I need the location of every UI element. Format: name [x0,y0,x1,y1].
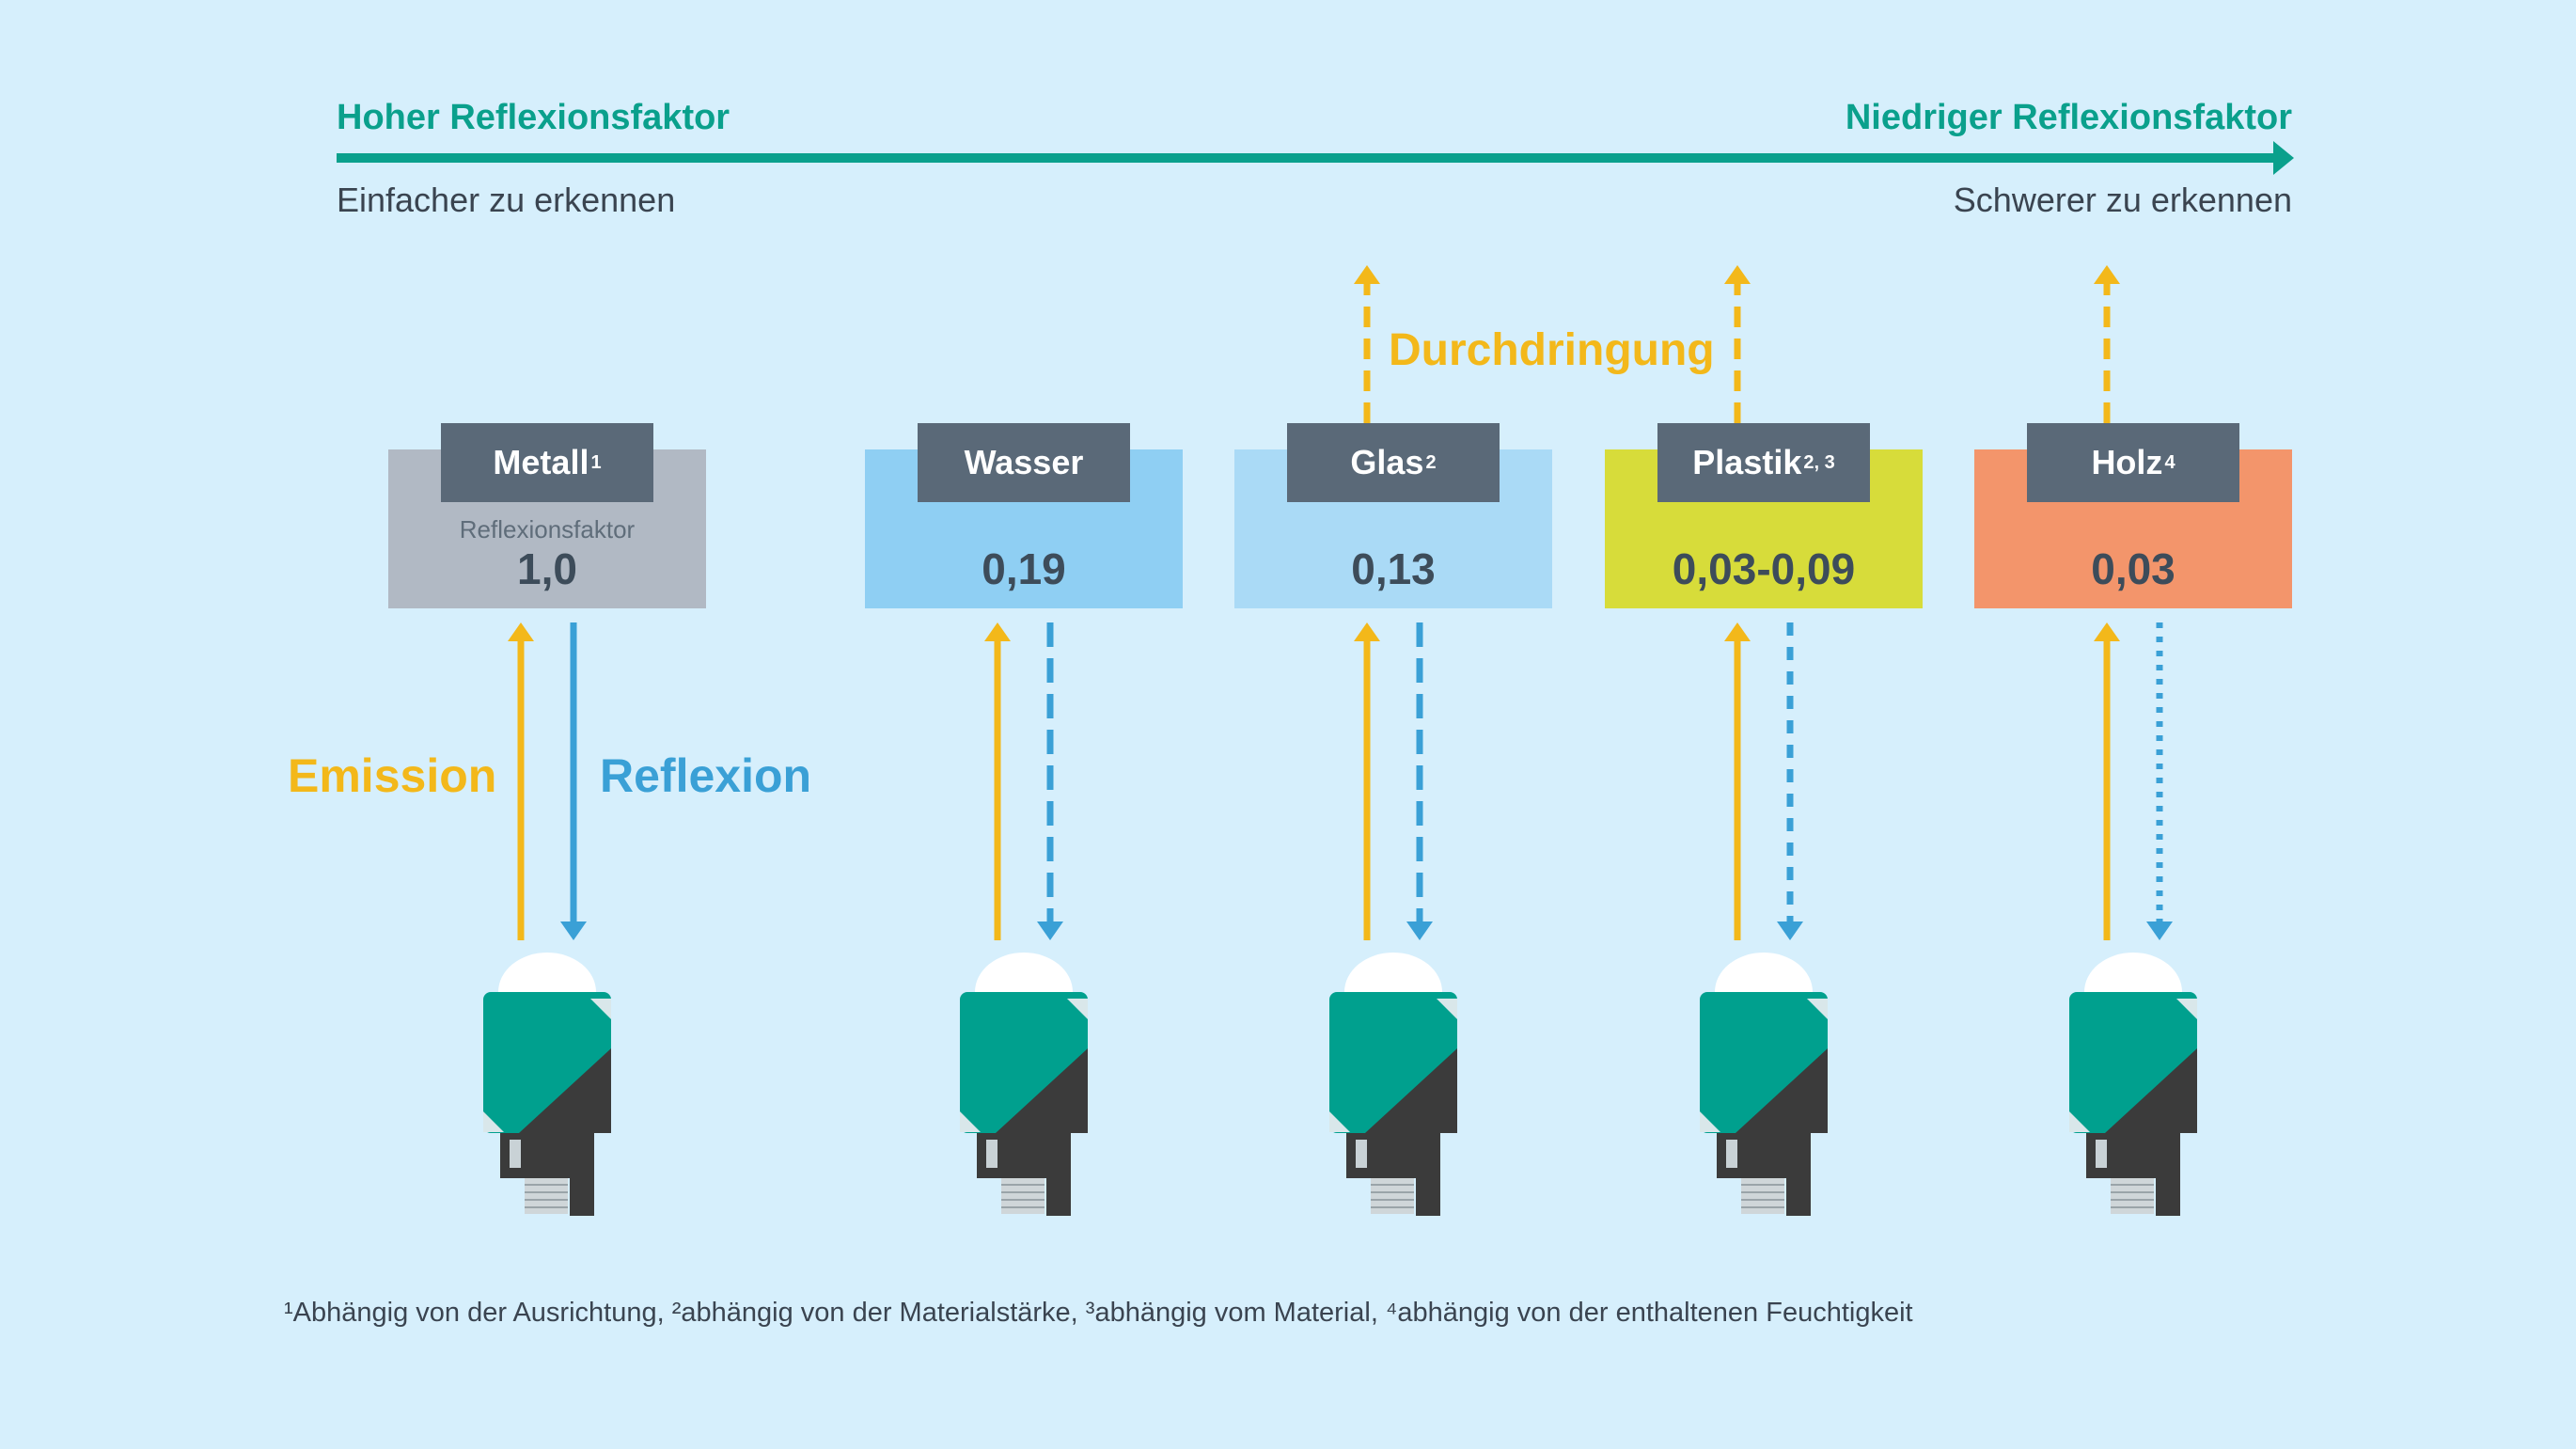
material-label-wasser: Wasser [918,423,1130,502]
panel-value: 0,13 [1351,544,1436,593]
penetration-arrow-2-head [1354,265,1380,284]
sensor-bracket-1 [1046,1133,1071,1216]
sensor-connector-4 [2111,1178,2154,1214]
scale-right-title: Niedriger Reflexionsfaktor [1845,98,2292,137]
emission-arrow-2-head [1354,622,1380,641]
sensor-corner-4 [2176,999,2197,1019]
sensor-corner-b-0 [483,1111,504,1132]
material-footnote-ref: 1 [590,451,602,473]
sensor-corner-1 [1067,999,1088,1019]
sensor-corner-b-2 [1329,1111,1350,1132]
scale-left-subtitle: Einfacher zu erkennen [337,181,676,219]
sensor-connector-2 [1371,1178,1414,1214]
scale-arrow-head [2273,141,2294,175]
material-name: Metall [493,443,589,481]
sensor-body-shade-1 [996,1048,1088,1133]
reflexion-arrow-0-head [560,921,587,940]
footnote: ¹Abhängig von der Ausrichtung, ²abhängig… [284,1298,1913,1328]
legend-reflexion: Reflexion [600,749,812,802]
material-name: Holz [2091,443,2163,481]
sensor-bracket-0 [570,1133,594,1216]
scale-left-title: Hoher Reflexionsfaktor [337,98,730,137]
panel-value: 0,19 [982,544,1066,593]
emission-arrow-0-head [508,622,534,641]
sensor-led-0 [510,1140,521,1168]
reflexion-arrow-3-head [1777,921,1803,940]
material-footnote-ref: 2, 3 [1803,451,1835,473]
sensor-body-shade-4 [2105,1048,2197,1133]
emission-arrow-1-head [984,622,1011,641]
penetration-arrow-4-head [2094,265,2120,284]
reflexion-arrow-1-head [1037,921,1063,940]
sensor-corner-2 [1437,999,1457,1019]
emission-arrow-3-head [1724,622,1751,641]
material-footnote-ref: 2 [1425,451,1437,473]
material-name: Glas [1350,443,1424,481]
sensor-corner-b-4 [2069,1111,2090,1132]
sensor-corner-0 [590,999,611,1019]
sensor-bracket-3 [1786,1133,1811,1216]
sensor-bracket-2 [1416,1133,1440,1216]
sensor-body-shade-0 [519,1048,611,1133]
material-name: Wasser [964,443,1084,481]
sensor-lens-3 [1715,953,1813,992]
sensor-led-3 [1726,1140,1737,1168]
material-name: Plastik [1692,443,1802,481]
panel-value: 0,03 [2091,544,2175,593]
sensor-led-4 [2096,1140,2107,1168]
material-footnote-ref: 4 [2164,451,2175,473]
sensor-lens-1 [975,953,1073,992]
sensor-connector-3 [1741,1178,1784,1214]
sensor-led-1 [986,1140,997,1168]
sensor-lens-2 [1344,953,1442,992]
sensor-corner-3 [1807,999,1828,1019]
sensor-connector-0 [525,1178,568,1214]
reflexion-arrow-4-head [2146,921,2173,940]
reflexion-arrow-2-head [1406,921,1433,940]
legend-durchdringung: Durchdringung [1389,325,1715,375]
sensor-body-shade-2 [1365,1048,1457,1133]
sensor-lens-4 [2084,953,2182,992]
legend-emission: Emission [288,749,497,802]
panel-value: 0,03-0,09 [1672,544,1856,593]
sensor-led-2 [1356,1140,1367,1168]
sensor-connector-1 [1001,1178,1045,1214]
penetration-arrow-3-head [1724,265,1751,284]
sensor-corner-b-1 [960,1111,981,1132]
sensor-corner-b-3 [1700,1111,1720,1132]
sensor-lens-0 [498,953,596,992]
sensor-bracket-4 [2156,1133,2180,1216]
scale-right-subtitle: Schwerer zu erkennen [1953,181,2292,219]
panel-value: 1,0 [517,544,577,593]
sensor-body-shade-3 [1736,1048,1828,1133]
emission-arrow-4-head [2094,622,2120,641]
panel-caption: Reflexionsfaktor [459,515,636,543]
